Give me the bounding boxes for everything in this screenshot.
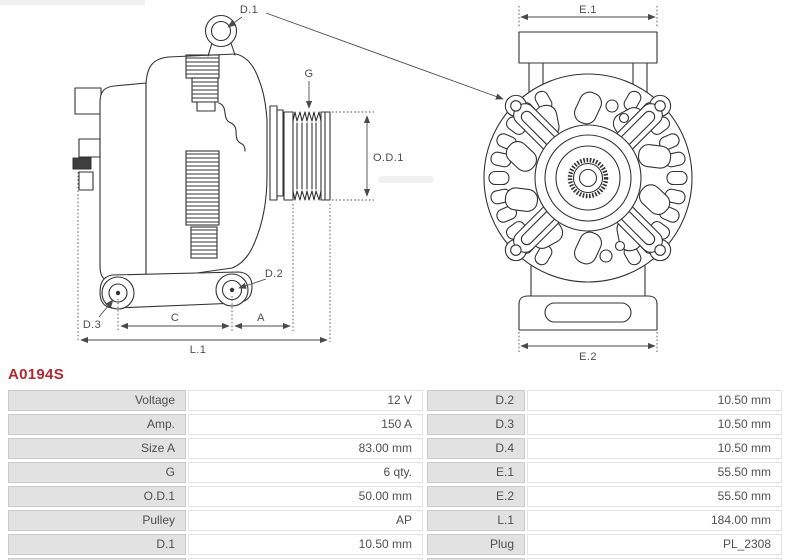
technical-drawing: G O.D.1 D.1 D.2 D.3 C A L.1 xyxy=(72,4,693,363)
spec-value: 10.50 mm xyxy=(527,414,782,435)
watermark-remnant xyxy=(0,0,145,5)
spec-label: D.3 xyxy=(427,414,525,435)
spec-row: Voltage 12 V D.2 10.50 mm xyxy=(8,390,782,411)
spec-label: D.4 xyxy=(427,438,525,459)
body-holes xyxy=(599,99,630,263)
spec-row: D.1 10.50 mm Plug PL_2308 xyxy=(8,534,782,555)
rear-view-diagram: E.1 E.2 xyxy=(483,4,693,363)
spec-value: 12 V xyxy=(188,390,423,411)
d1-long-leader xyxy=(265,12,504,100)
watermark-smudge xyxy=(378,176,434,183)
spec-value: 184.00 mm xyxy=(527,510,782,531)
spec-value: 150 A xyxy=(188,414,423,435)
spec-value: 55.50 mm xyxy=(527,486,782,507)
shaft-collar xyxy=(276,109,284,197)
spec-row-partial xyxy=(8,558,782,560)
spec-label: Amp. xyxy=(8,414,186,435)
rear-terminals xyxy=(72,87,102,191)
spec-label xyxy=(8,558,186,560)
spec-value: 10.50 mm xyxy=(527,390,782,411)
spec-value: PL_2308 xyxy=(527,534,782,555)
shaft-spacer xyxy=(269,105,278,201)
spec-row: Amp. 150 A D.3 10.50 mm xyxy=(8,414,782,435)
spec-value xyxy=(527,558,782,560)
spec-label: E.1 xyxy=(427,462,525,483)
side-view-diagram: G O.D.1 D.1 D.2 D.3 C A L.1 xyxy=(72,4,404,356)
d2-leader xyxy=(238,278,267,289)
mount-ear-front xyxy=(215,273,249,307)
dim-label-e2: E.2 xyxy=(579,351,597,363)
top-terminal-block xyxy=(518,31,658,96)
spec-row: G 6 qty. E.1 55.50 mm xyxy=(8,462,782,483)
d1-leader xyxy=(227,16,243,28)
rear-cover xyxy=(99,82,147,283)
dim-label-e1: E.1 xyxy=(579,4,597,16)
spec-label: O.D.1 xyxy=(8,486,186,507)
spec-value: AP xyxy=(188,510,423,531)
bottom-mounting-foot xyxy=(518,265,658,331)
spec-label: Pulley xyxy=(8,510,186,531)
dim-label-d3: D.3 xyxy=(83,319,101,331)
spec-label xyxy=(427,558,525,560)
spec-label: D.2 xyxy=(427,390,525,411)
spec-row: O.D.1 50.00 mm E.2 55.50 mm xyxy=(8,486,782,507)
spec-table: Voltage 12 V D.2 10.50 mm Amp. 150 A D.3… xyxy=(8,390,782,560)
spec-label: Voltage xyxy=(8,390,186,411)
spec-label: D.1 xyxy=(8,534,186,555)
spec-value: 10.50 mm xyxy=(188,534,423,555)
pulley xyxy=(283,111,331,201)
d3-leader xyxy=(98,299,114,318)
extension-lines xyxy=(77,172,331,342)
dim-label-l1: L.1 xyxy=(190,344,207,356)
spec-label: Size A xyxy=(8,438,186,459)
spec-label: G xyxy=(8,462,186,483)
dim-label-c: C xyxy=(171,312,179,324)
housing-contour xyxy=(218,102,246,152)
dim-label-od1: O.D.1 xyxy=(373,152,404,164)
dim-label-g: G xyxy=(305,68,314,80)
top-mount-hole-inner xyxy=(210,20,232,42)
spec-value: 10.50 mm xyxy=(527,438,782,459)
dim-label-d1: D.1 xyxy=(240,4,258,16)
spec-value: 83.00 mm xyxy=(188,438,423,459)
part-number: A0194S xyxy=(8,366,65,383)
dim-label-d2: D.2 xyxy=(265,268,283,280)
od1-extension-lines xyxy=(332,111,374,201)
spec-value xyxy=(188,558,423,560)
spec-value: 50.00 mm xyxy=(188,486,423,507)
spec-value: 55.50 mm xyxy=(527,462,782,483)
spec-row: Size A 83.00 mm D.4 10.50 mm xyxy=(8,438,782,459)
e2-extension-lines xyxy=(518,332,658,352)
spec-row: Pulley AP L.1 184.00 mm xyxy=(8,510,782,531)
spec-label: E.2 xyxy=(427,486,525,507)
spec-label: L.1 xyxy=(427,510,525,531)
foot-slot xyxy=(544,302,632,323)
shaft-hub xyxy=(534,124,642,232)
spec-label: Plug xyxy=(427,534,525,555)
housing-ribs xyxy=(185,54,220,259)
dim-label-a: A xyxy=(257,312,265,324)
spec-value: 6 qty. xyxy=(188,462,423,483)
